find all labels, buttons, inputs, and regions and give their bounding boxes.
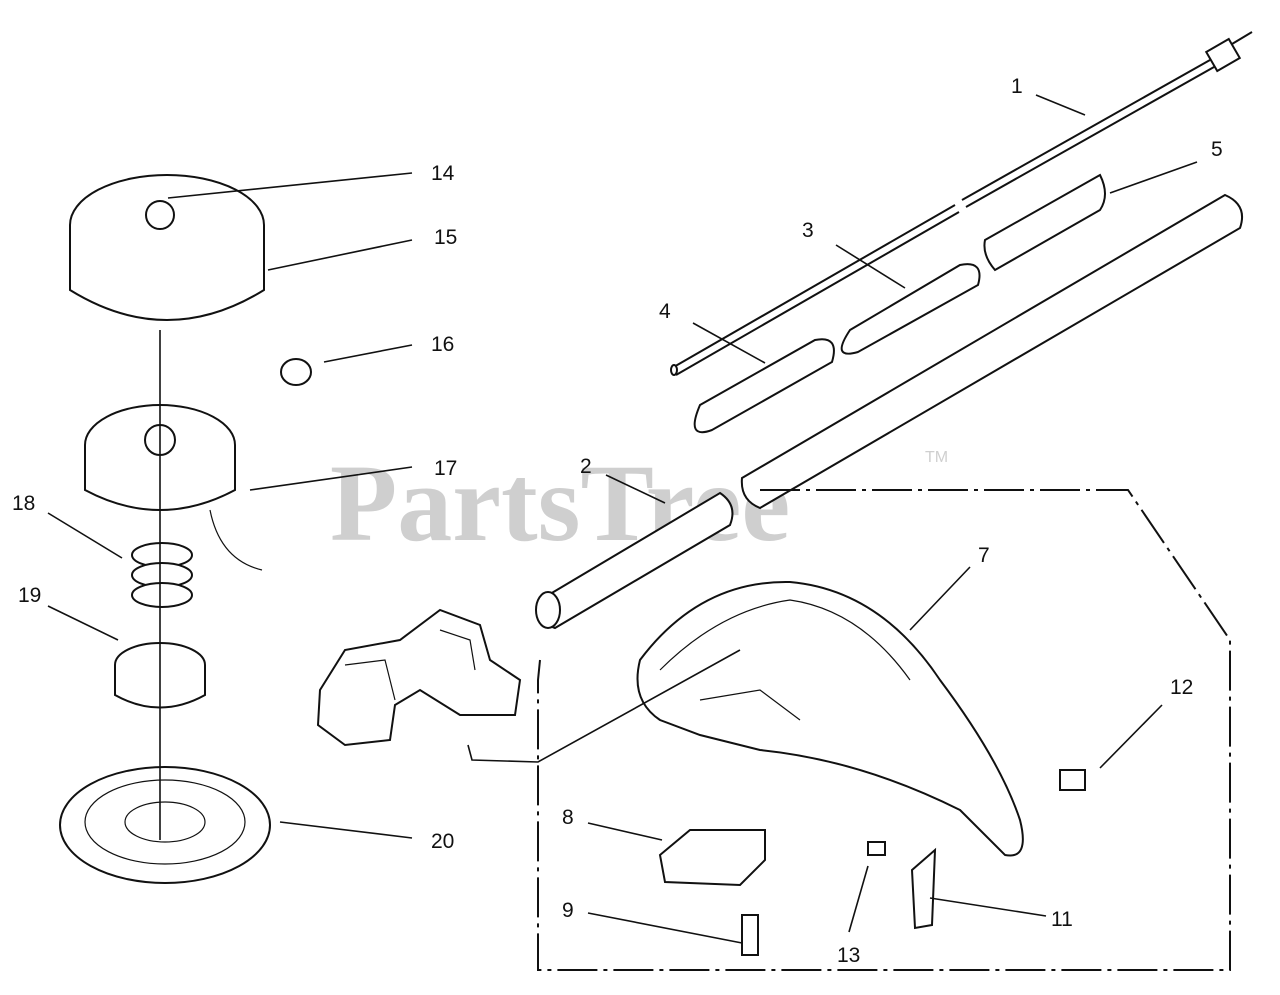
callout-20: 20 bbox=[431, 830, 454, 853]
leader-lines bbox=[47, 94, 1198, 944]
sleeve-part bbox=[983, 173, 1106, 272]
callout-19: 19 bbox=[18, 584, 41, 607]
callout-17: 17 bbox=[434, 457, 457, 480]
callout-14: 14 bbox=[431, 162, 455, 185]
callout-5: 5 bbox=[1211, 138, 1223, 161]
callout-labels: 1 2 3 4 5 7 8 9 11 12 13 14 15 16 17 18 … bbox=[12, 75, 1223, 967]
callout-16: 16 bbox=[431, 333, 454, 356]
line-cutter-part bbox=[910, 847, 937, 930]
gear-head-part bbox=[316, 608, 522, 747]
liner-part bbox=[693, 263, 981, 434]
callout-13: 13 bbox=[837, 944, 860, 967]
callout-1: 1 bbox=[1011, 75, 1023, 98]
callout-18: 18 bbox=[12, 492, 35, 515]
screw-part bbox=[741, 914, 759, 956]
callout-3: 3 bbox=[802, 219, 814, 242]
callout-11: 11 bbox=[1051, 908, 1073, 931]
screw-12-part bbox=[1059, 769, 1086, 791]
bracket-tick bbox=[467, 649, 741, 763]
callout-9: 9 bbox=[562, 899, 574, 922]
trimmer-head-stack bbox=[59, 174, 312, 884]
mounting-plate-part bbox=[658, 829, 766, 887]
drive-shaft-part bbox=[670, 31, 1253, 376]
guard-part bbox=[636, 580, 1024, 857]
callout-15: 15 bbox=[434, 226, 457, 249]
callout-8: 8 bbox=[562, 806, 574, 829]
callout-2: 2 bbox=[580, 455, 592, 478]
callout-4: 4 bbox=[659, 300, 671, 323]
small-parts bbox=[658, 769, 1086, 956]
outer-tube-part bbox=[535, 193, 1244, 630]
screw-13-part bbox=[867, 841, 886, 856]
callout-12: 12 bbox=[1170, 676, 1193, 699]
watermark-trademark: TM bbox=[925, 449, 948, 466]
callout-7: 7 bbox=[978, 544, 990, 567]
assembly-bracket bbox=[537, 489, 1231, 971]
